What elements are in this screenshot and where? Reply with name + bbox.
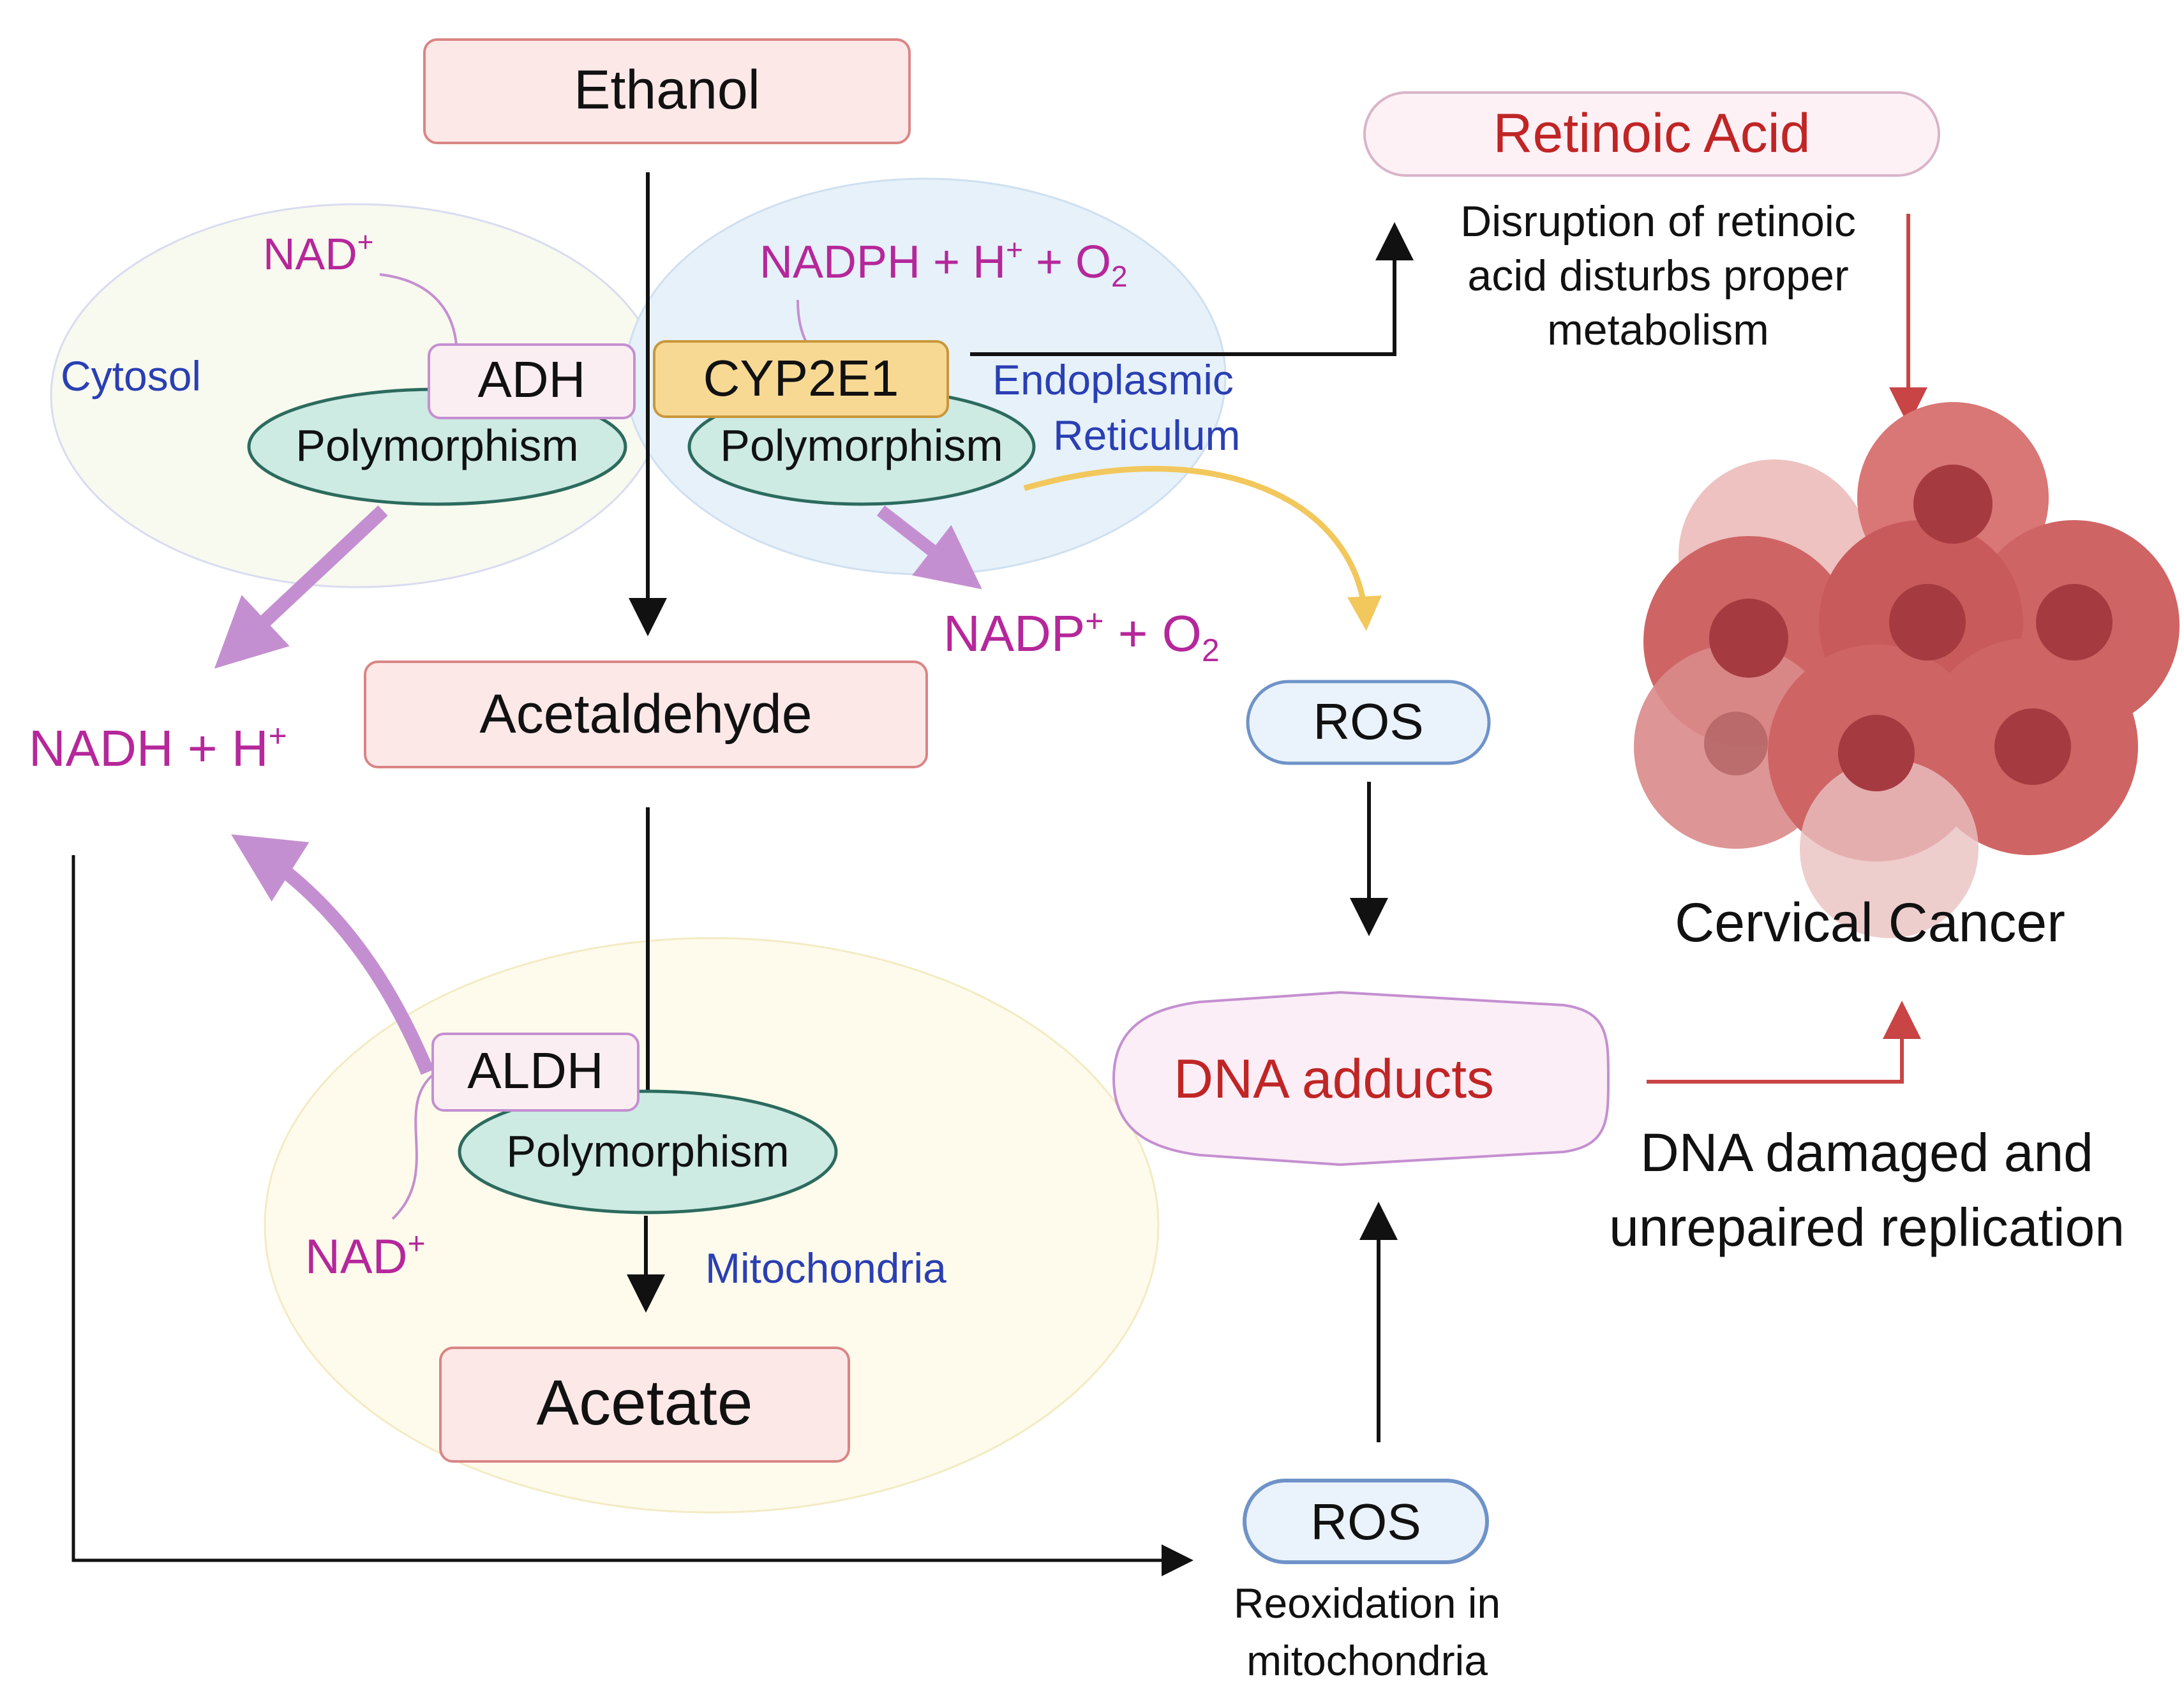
cervical-cancer-label: Cervical Cancer [1675,892,2065,953]
cancer-cell-cluster [1634,402,2180,938]
acetate-label: Acetate [536,1367,752,1438]
arrow-cyp2e1-to-ros [1023,466,1382,631]
retinoic-acid-pill [1363,91,1940,177]
arrow-dna-to-cancer [1647,1001,1921,1084]
ros-label-lower: ROS [1310,1493,1421,1550]
er-label-line2: Reticulum [1053,412,1240,459]
dna-adducts-label: DNA adducts [1174,1049,1494,1110]
cyp2e1-polymorphism-label: Polymorphism [720,421,1003,470]
arrow-aldh-to-nadh [231,834,435,1075]
er-label-line1: Endoplasmic [992,356,1234,403]
cyp2e1-box [653,340,949,418]
nadph-label: NADPH + H+ + O2 [759,233,1128,293]
arrow-cyp2e1-to-retinoic [970,222,1414,356]
aldh-box [431,1033,639,1112]
acetate-box [439,1347,850,1463]
cofactor-curve-nad-aldh [391,1064,447,1220]
aldh-polymorphism-ellipse [458,1089,838,1214]
nad-plus-cytosol: NAD+ [263,227,374,279]
adh-label: ADH [478,351,586,408]
acetaldehyde-label: Acetaldehyde [479,683,812,745]
retinoic-annotation-line1: Disruption of retinoic [1460,197,1856,246]
aldh-label: ALDH [467,1042,603,1099]
cyp2e1-label: CYP2E1 [703,350,899,407]
reox-line2: mitochondria [1246,1637,1488,1684]
acetaldehyde-box [364,661,928,768]
nadp-label: NADP+ + O2 [943,603,1220,668]
retinoic-acid-label: Retinoic Acid [1493,103,1810,164]
arrow-nadh-to-ros [71,855,1193,1576]
arrow-cyp-polymorphism-to-nadp [876,505,982,590]
cofactor-curve-nad-adh [379,273,458,345]
ethanol-box [423,38,911,144]
dna-damage-line2: unrepaired replication [1609,1197,2125,1257]
retinoic-annotation-line3: metabolism [1547,306,1769,354]
ros-label-upper: ROS [1313,693,1423,750]
ros-pill-upper [1246,680,1491,765]
ros-pill-lower [1243,1479,1489,1564]
nad-plus-mitochondria: NAD+ [305,1227,426,1284]
ethanol-label: Ethanol [574,59,760,121]
aldh-polymorphism-label: Polymorphism [506,1126,789,1176]
adh-box [428,343,636,419]
mitochondria-label: Mitochondria [705,1244,946,1292]
retinoic-annotation-line2: acid disturbs proper [1467,251,1848,300]
dna-damage-line1: DNA damaged and [1640,1123,2093,1183]
dna-adducts-shape [1112,990,1610,1167]
adh-polymorphism-label: Polymorphism [295,421,578,470]
cytosol-label: Cytosol [61,352,201,399]
nadh-label: NADH + H+ [29,718,287,777]
arrow-adh-polymorphism-to-nadh [214,505,388,669]
reox-line1: Reoxidation in [1234,1579,1500,1627]
